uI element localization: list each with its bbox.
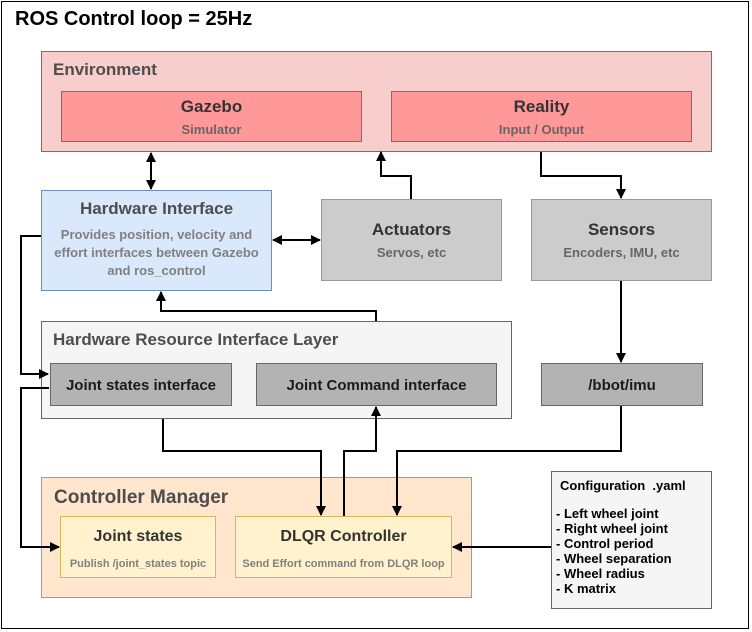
reality-title: Reality: [513, 97, 570, 116]
dlqr-controller-title: DLQR Controller: [280, 528, 407, 545]
joint-command-interface-label: Joint Command interface: [286, 377, 467, 394]
configuration-list: - Left wheel joint - Right wheel joint -…: [556, 506, 672, 596]
hardware-resource-connector: [20, 235, 49, 379]
configuration-item: - K matrix: [556, 581, 616, 596]
joint-states-box: Joint states Publish /joint_states topic: [60, 516, 216, 578]
resource-layer-title: Hardware Resource Interface Layer: [53, 330, 339, 349]
hardware-interface-description: Provides position, velocity and effort i…: [54, 227, 259, 278]
joint-states-interface-box: Joint states interface: [50, 363, 232, 406]
jointstates-interface-connector: [20, 387, 60, 552]
reality-sensors-connector: [540, 152, 626, 199]
imu-dlqr-connector: [392, 406, 622, 516]
configuration-item: - Wheel separation: [556, 551, 672, 566]
hardware-interface-title: Hardware Interface: [79, 199, 234, 218]
imu-topic-label: /bbot/imu: [588, 377, 656, 394]
controller-manager-title: Controller Manager: [54, 487, 229, 508]
joint-states-interface-label: Joint states interface: [65, 377, 217, 394]
dlqr-command-connector: [343, 406, 381, 516]
gazebo-box: Gazebo Simulator: [61, 91, 362, 142]
sensors-title: Sensors: [587, 220, 656, 239]
configuration-item: - Left wheel joint: [556, 506, 659, 521]
configuration-item: - Right wheel joint: [556, 521, 668, 536]
dlqr-controller-subtitle: Send Effort command from DLQR loop: [242, 558, 445, 570]
gazebo-title: Gazebo: [180, 97, 243, 116]
gazebo-subtitle: Simulator: [181, 122, 242, 137]
actuators-reality-connector: [376, 151, 412, 199]
configuration-item: - Control period: [556, 536, 654, 551]
reality-subtitle: Input / Output: [498, 122, 585, 137]
actuators-subtitle: Servos, etc: [376, 245, 447, 260]
hardware-interface-box: Hardware Interface Provides position, ve…: [41, 190, 272, 291]
actuators-title: Actuators: [371, 220, 452, 239]
actuators-box: Actuators Servos, etc: [321, 199, 502, 281]
joint-command-interface-box: Joint Command interface: [256, 363, 497, 406]
configuration-title: Configuration .yaml: [560, 478, 686, 493]
reality-box: Reality Input / Output: [391, 91, 692, 142]
imu-topic-box: /bbot/imu: [541, 363, 703, 406]
dlqr-controller-box: DLQR Controller Send Effort command from…: [235, 516, 452, 578]
joint-states-subtitle: Publish /joint_states topic: [69, 558, 207, 570]
configuration-item: - Wheel radius: [556, 566, 645, 581]
sensors-subtitle: Encoders, IMU, etc: [563, 245, 680, 260]
resource-hardware-connector: [156, 291, 377, 321]
sensors-box: Sensors Encoders, IMU, etc: [531, 199, 712, 281]
diagram-title: ROS Control loop = 25Hz: [15, 8, 253, 30]
interface-dlqr-connector: [162, 419, 326, 516]
joint-states-title: Joint states: [93, 528, 183, 545]
configuration-box: Configuration .yaml - Left wheel joint -…: [551, 471, 712, 609]
environment-title: Environment: [53, 60, 157, 79]
